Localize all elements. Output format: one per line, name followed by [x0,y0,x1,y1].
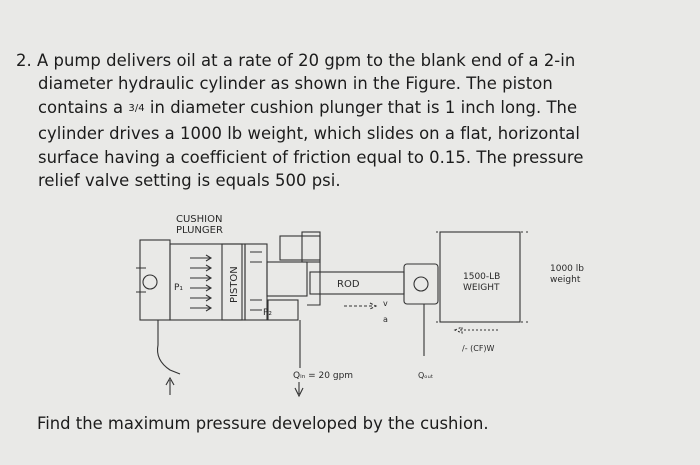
question-line-5: surface having a coefficient of friction… [38,147,584,167]
block-label-1: 1500-LB [463,272,500,282]
question-line-4: cylinder drives a 1000 lb weight, which … [38,124,580,144]
inlet-chamber [139,239,171,321]
bottom-arrow-qin [294,382,304,398]
weight-label-2: weight [550,275,581,285]
surface-dashes [436,231,530,323]
question-line-1: 2. A pump delivers oil at a rate of 20 g… [16,51,576,70]
question-line-6: relief valve setting is equals 500 psi. [38,171,341,191]
pressure-arrows [190,254,213,312]
weight-label-1: 1000 lb [550,264,584,274]
rod-end-chamber [267,299,299,321]
rod-coupling [403,263,439,305]
p2-label: P₂ [263,308,272,318]
piston [221,243,243,321]
velocity-label-v: v [383,299,388,308]
velocity-label-a: a [383,315,388,324]
cushion-label-1: CUSHION [176,214,222,225]
question-line-3-b: in diameter cushion plunger that is 1 in… [144,97,578,117]
rod-guide [307,261,321,306]
piston-label: PISTON [229,266,240,303]
coupling-circle [413,276,429,292]
bottom-arrow-left [165,376,175,395]
inlet-pipe [156,320,181,375]
weight-block [439,231,521,323]
p1-label: P₁ [174,283,183,293]
qin-label: Qᵢₙ = 20 gpm [293,371,353,381]
qout-label: Qₒᵤₜ [418,371,433,380]
cushion-label-2: PLUNGER [176,225,223,236]
inlet-port-circle [142,274,158,290]
cushion-plunger [266,261,308,297]
question-line-2: diameter hydraulic cylinder as shown in … [38,74,553,94]
question-line-3-a: contains a [38,97,129,117]
friction-arrow [453,326,500,334]
rod-label: ROD [337,279,360,290]
block-label-2: WEIGHT [463,283,500,293]
cushion-arrows [250,251,262,311]
friction-label: /- (CF)W [462,344,495,353]
upper-port-block [279,235,321,261]
port-marks [136,267,146,293]
question-text: 2. A pump delivers oil at a rate of 20 g… [16,49,686,192]
plunger-diameter-fraction: 3/4 [128,102,145,114]
question-line-3: contains a 3/4 in diameter cushion plung… [16,96,686,122]
question-prompt: Find the maximum pressure developed by t… [37,414,489,433]
velocity-arrow [344,302,378,310]
